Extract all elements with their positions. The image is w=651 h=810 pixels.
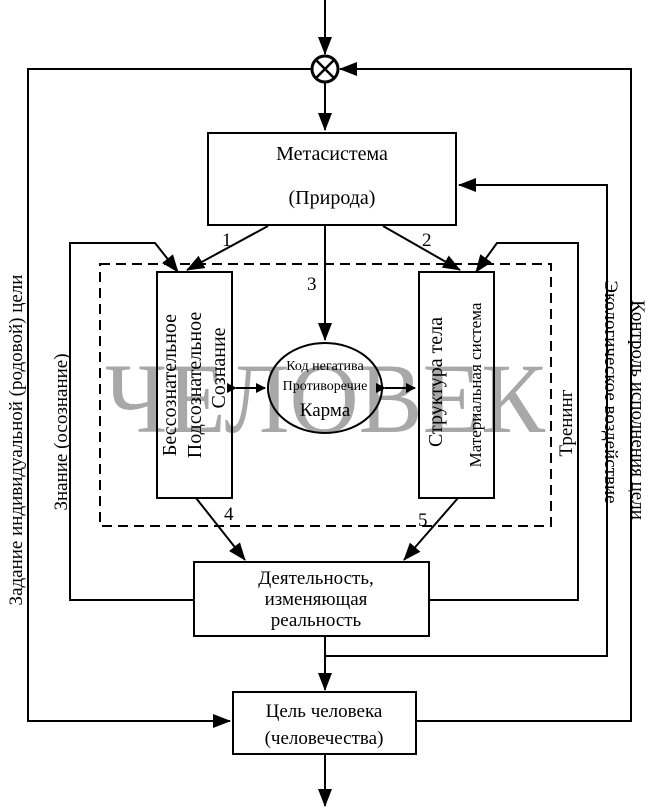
arrow-1-label: 1 <box>222 230 232 251</box>
arrow-1 <box>186 225 269 271</box>
arrow-2-label: 2 <box>422 230 432 251</box>
arrow-5 <box>403 497 459 561</box>
activity-line2: изменяющая <box>265 589 368 610</box>
body-structure-line1: Структура тела <box>425 317 447 447</box>
summing-junction <box>310 54 340 84</box>
arrow-3-label: 3 <box>307 274 317 295</box>
goal-control-line <box>339 62 632 722</box>
training-feedback-line <box>429 242 579 601</box>
body-structure-line2: Материальная система <box>466 302 485 467</box>
activity-line1: Деятельность, <box>258 568 374 589</box>
arrow-4-label: 4 <box>224 504 234 525</box>
body-structure-box <box>418 271 495 499</box>
activity-box <box>193 561 430 637</box>
ecological-impact-line <box>325 178 608 657</box>
activity-line3: реальность <box>271 610 362 631</box>
arrow-5-label: 5 <box>418 510 428 531</box>
unconscious-line3: Сознание <box>208 327 230 408</box>
metasystem-title: Метасистема <box>276 143 388 165</box>
arrow-4 <box>195 497 246 561</box>
ecology-label: Экологическое воздействие <box>600 280 621 503</box>
knowledge-label: Знание (осознание) <box>51 353 72 510</box>
unconscious-line2: Подсознательное <box>184 312 206 459</box>
karma-line1: Код негатива <box>286 359 364 374</box>
goal-task-label: Задание индивидуальной (родовой) цели <box>6 275 27 606</box>
goal-line1: Цель человека <box>266 701 383 722</box>
goal-line2: (человечества) <box>265 728 384 749</box>
goal-task-line <box>27 68 312 728</box>
knowledge-feedback-line <box>69 242 194 601</box>
unconscious-line1: Бессознательное <box>159 314 181 456</box>
training-label: Тренинг <box>556 389 577 456</box>
metasystem-box <box>207 132 457 226</box>
watermark-text: ЧЕЛОВЕК <box>105 343 546 454</box>
control-label: Контроль исполнения цели <box>627 300 648 520</box>
metasystem-subtitle: (Природа) <box>289 187 376 209</box>
karma-line2: Противоречие <box>283 379 368 394</box>
arrow-2 <box>382 225 461 271</box>
karma-line3: Карма <box>300 400 351 421</box>
